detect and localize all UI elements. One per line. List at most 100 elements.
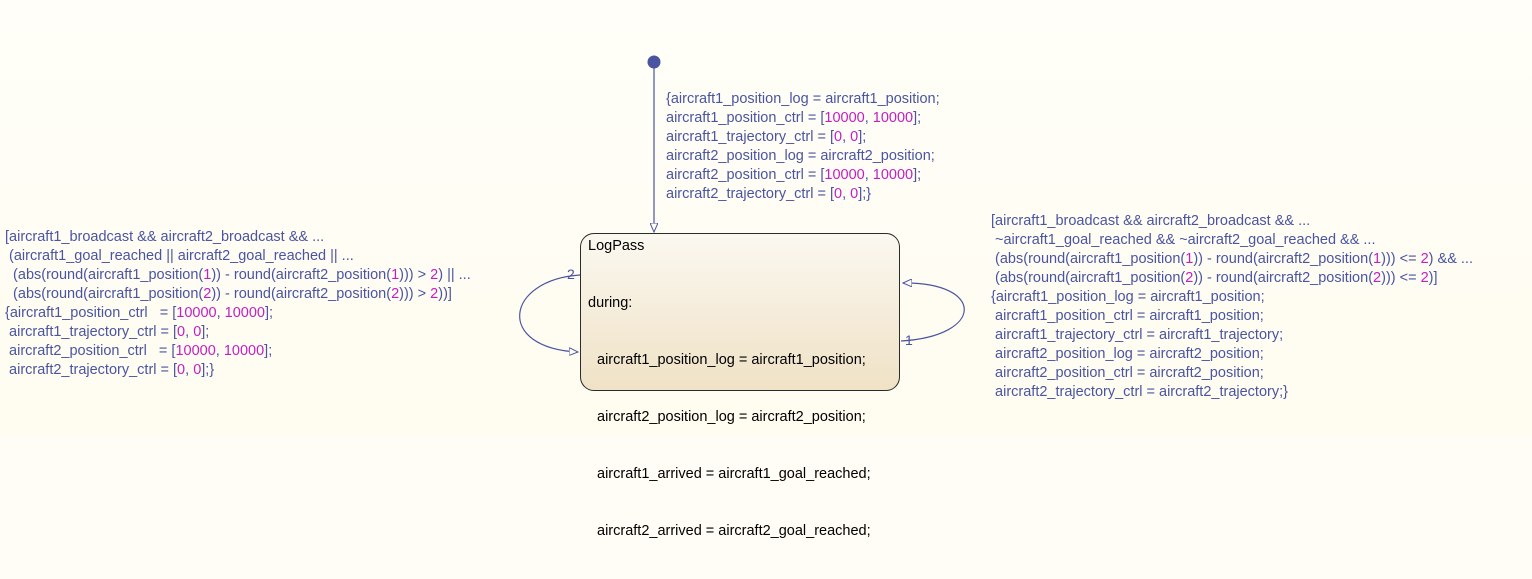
numeric-literal: 0 [850, 129, 859, 145]
label-line: aircraft2_trajectory_ctrl = [0, 0];} [666, 185, 940, 204]
label-text: ) || ... [438, 267, 471, 283]
numeric-literal: 10000 [224, 305, 265, 321]
label-line: [aircraft1_broadcast && aircraft2_broadc… [5, 228, 471, 247]
label-text: )) - round(aircraft2_position( [1193, 251, 1374, 267]
state-name: LogPass [588, 238, 645, 254]
label-text: aircraft1_trajectory_ctrl = [ [5, 324, 178, 340]
label-text: ))) > [399, 286, 431, 302]
label-line: (abs(round(aircraft1_position(2)) - roun… [991, 269, 1473, 288]
left-self-transition[interactable] [519, 274, 581, 352]
label-line: (aircraft1_goal_reached || aircraft2_goa… [5, 247, 471, 266]
label-text: aircraft2_position_ctrl = [ [5, 343, 176, 359]
numeric-literal: 0 [834, 129, 843, 145]
label-line: aircraft2_position_ctrl = aircraft2_posi… [991, 364, 1473, 383]
state-action: aircraft2_position_log = aircraft2_posit… [597, 409, 866, 425]
label-text: aircraft2_trajectory_ctrl = [ [5, 362, 178, 378]
label-text: ))] [438, 286, 452, 302]
numeric-literal: 1 [391, 267, 400, 283]
label-text: aircraft1_trajectory_ctrl = [ [666, 129, 835, 145]
label-line: (abs(round(aircraft1_position(1)) - roun… [991, 250, 1473, 269]
label-text: , [842, 129, 851, 145]
default-transition-dot[interactable] [647, 55, 661, 69]
state-logpass[interactable]: LogPass during: aircraft1_position_log =… [580, 233, 900, 539]
label-text: aircraft2_trajectory_ctrl = aircraft2_tr… [991, 384, 1288, 400]
label-line: aircraft2_position_log = aircraft2_posit… [991, 345, 1473, 364]
label-line: aircraft2_position_ctrl = [10000, 10000]… [5, 342, 471, 361]
label-text: aircraft2_trajectory_ctrl = [ [666, 186, 835, 202]
label-line: aircraft2_trajectory_ctrl = [0, 0];} [5, 361, 471, 380]
label-text: ))) > [399, 267, 431, 283]
label-text: {aircraft1_position_log = aircraft1_posi… [991, 289, 1265, 305]
numeric-literal: 10000 [223, 343, 265, 359]
label-text: , [864, 110, 873, 126]
numeric-literal: 10000 [872, 110, 914, 126]
label-text: ];} [201, 362, 215, 378]
label-line: aircraft1_position_ctrl = [10000, 10000]… [666, 109, 940, 128]
label-text: {aircraft1_position_log = aircraft1_posi… [666, 91, 940, 107]
label-text: (abs(round(aircraft1_position( [991, 251, 1186, 267]
left-transition-order: 2 [567, 266, 575, 282]
label-line: {aircraft1_position_ctrl = [10000, 10000… [5, 304, 471, 323]
numeric-literal: 10000 [824, 167, 865, 183]
label-text: )) - round(aircraft2_position( [211, 286, 392, 302]
label-line: {aircraft1_position_log = aircraft1_posi… [991, 288, 1473, 307]
numeric-literal: 10000 [176, 305, 217, 321]
numeric-literal: 0 [850, 186, 859, 202]
label-text: aircraft2_position_ctrl = [ [666, 167, 825, 183]
state-action: aircraft1_position_log = aircraft1_posit… [597, 352, 866, 368]
numeric-literal: 1 [1185, 251, 1194, 267]
label-text: )) - round(aircraft2_position( [1193, 270, 1374, 286]
numeric-literal: 0 [177, 324, 186, 340]
label-text: ))) <= [1381, 251, 1421, 267]
label-text: ]; [858, 129, 867, 145]
label-line: aircraft1_position_ctrl = aircraft1_posi… [991, 307, 1473, 326]
numeric-literal: 2 [1185, 270, 1194, 286]
label-line: ~aircraft1_goal_reached && ~aircraft2_go… [991, 231, 1473, 250]
label-line: (abs(round(aircraft1_position(1)) - roun… [5, 266, 471, 285]
label-text: ]; [265, 305, 274, 321]
label-text: , [215, 343, 224, 359]
numeric-literal: 2 [391, 286, 400, 302]
state-action: aircraft1_arrived = aircraft1_goal_reach… [597, 466, 871, 482]
label-text: (abs(round(aircraft1_position( [991, 270, 1186, 286]
label-line: aircraft2_position_log = aircraft2_posit… [666, 147, 940, 166]
label-text: ]; [913, 110, 922, 126]
label-text: )] [1428, 270, 1438, 286]
label-text: ))) <= [1381, 270, 1421, 286]
label-text: aircraft2_position_log = aircraft2_posit… [666, 148, 935, 164]
transition-wires [519, 55, 965, 435]
left-transition-label[interactable]: [aircraft1_broadcast && aircraft2_broadc… [5, 228, 471, 380]
label-text: ]; [201, 324, 210, 340]
label-line: {aircraft1_position_log = aircraft1_posi… [666, 90, 940, 109]
label-line: aircraft2_trajectory_ctrl = aircraft2_tr… [991, 383, 1473, 402]
label-text: aircraft1_position_ctrl = [ [666, 110, 825, 126]
numeric-literal: 2 [1420, 251, 1429, 267]
numeric-literal: 2 [1420, 270, 1429, 286]
numeric-literal: 2 [203, 286, 212, 302]
label-text: , [216, 305, 225, 321]
right-self-transition[interactable] [900, 283, 965, 342]
label-line: aircraft1_trajectory_ctrl = [0, 0]; [666, 128, 940, 147]
numeric-literal: 1 [203, 267, 212, 283]
label-text: , [185, 362, 194, 378]
label-text: , [185, 324, 194, 340]
numeric-literal: 0 [193, 324, 202, 340]
numeric-literal: 10000 [824, 110, 865, 126]
numeric-literal: 2 [430, 286, 439, 302]
label-text: ]; [913, 167, 922, 183]
label-text: aircraft1_trajectory_ctrl = aircraft1_tr… [991, 327, 1284, 343]
label-text: aircraft2_position_ctrl = aircraft2_posi… [991, 365, 1264, 381]
default-transition-label[interactable]: {aircraft1_position_log = aircraft1_posi… [666, 90, 940, 204]
label-line: aircraft2_position_ctrl = [10000, 10000]… [666, 166, 940, 185]
during-label: during: [588, 295, 633, 311]
label-text: ~aircraft1_goal_reached && ~aircraft2_go… [991, 232, 1376, 248]
label-line: (abs(round(aircraft1_position(2)) - roun… [5, 285, 471, 304]
label-text: [aircraft1_broadcast && aircraft2_broadc… [991, 213, 1311, 229]
label-text: ]; [264, 343, 273, 359]
label-text: {aircraft1_position_ctrl = [ [5, 305, 177, 321]
label-line: aircraft1_trajectory_ctrl = [0, 0]; [5, 323, 471, 342]
numeric-literal: 2 [1373, 270, 1382, 286]
right-transition-label[interactable]: [aircraft1_broadcast && aircraft2_broadc… [991, 212, 1473, 402]
label-line: aircraft1_trajectory_ctrl = aircraft1_tr… [991, 326, 1473, 345]
numeric-literal: 10000 [175, 343, 216, 359]
